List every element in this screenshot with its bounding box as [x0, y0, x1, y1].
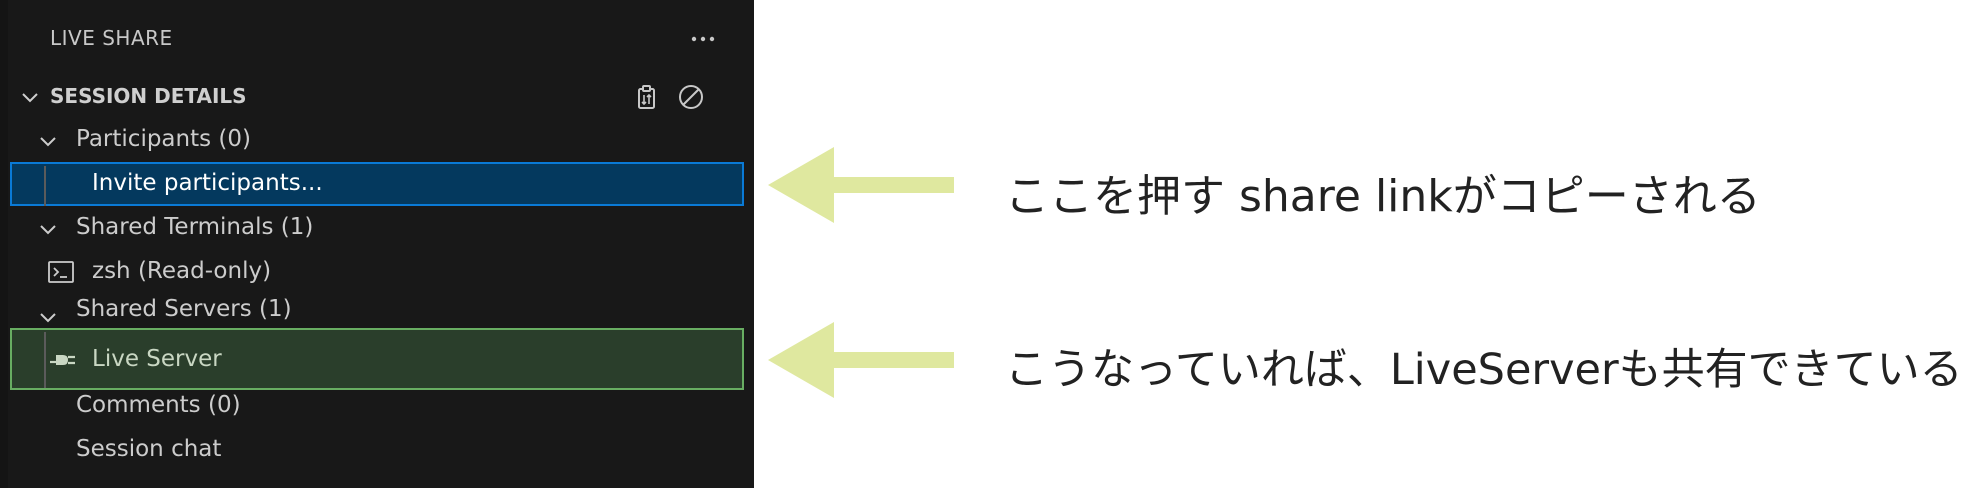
stop-circle-icon[interactable]: [676, 82, 706, 112]
panel-title: LIVE SHARE: [50, 26, 173, 50]
terminal-item[interactable]: zsh (Read-only): [10, 250, 744, 294]
arrow-left-icon: [768, 147, 954, 223]
live-server-label: Live Server: [92, 346, 222, 372]
tree-indent-guide: [44, 166, 46, 206]
participants-label: Participants (0): [76, 126, 251, 152]
invite-participants-label: Invite participants...: [92, 170, 323, 196]
terminal-label: zsh (Read-only): [92, 258, 272, 284]
shared-terminals-label: Shared Terminals (1): [76, 214, 314, 240]
tree-indent-guide: [44, 332, 46, 388]
chevron-down-icon: [22, 93, 38, 103]
plug-icon: [50, 355, 75, 365]
session-chat-label: Session chat: [76, 436, 222, 462]
shared-servers-label: Shared Servers (1): [76, 296, 292, 322]
terminal-icon: [48, 261, 74, 283]
copy-icon[interactable]: [632, 82, 662, 112]
invite-participants-item[interactable]: Invite participants...: [10, 162, 744, 206]
comments-item[interactable]: Comments (0): [10, 384, 744, 428]
arrow-left-icon: [768, 322, 954, 398]
chevron-down-icon: [40, 137, 56, 147]
invite-annotation: ここを押す share linkがコピーされる: [1005, 171, 1761, 222]
ellipsis-icon[interactable]: [688, 24, 718, 54]
comments-label: Comments (0): [76, 392, 241, 418]
shared-servers-group[interactable]: Shared Servers (1): [10, 294, 744, 338]
chevron-down-icon: [40, 313, 56, 323]
shared-terminals-group[interactable]: Shared Terminals (1): [10, 206, 744, 250]
session-chat-item[interactable]: Session chat: [10, 428, 744, 472]
server-annotation: こうなっていれば、LiveServerも共有できている: [1005, 345, 1963, 395]
live-server-item[interactable]: Live Server: [10, 328, 744, 390]
chevron-down-icon: [40, 225, 56, 235]
panel-edge: [0, 0, 8, 488]
section-label: SESSION DETAILS: [50, 84, 247, 108]
live-share-panel: LIVE SHARE SESSION DETAILS Participants …: [0, 0, 754, 488]
participants-group[interactable]: Participants (0): [10, 118, 744, 162]
session-details-section[interactable]: SESSION DETAILS: [10, 74, 744, 118]
